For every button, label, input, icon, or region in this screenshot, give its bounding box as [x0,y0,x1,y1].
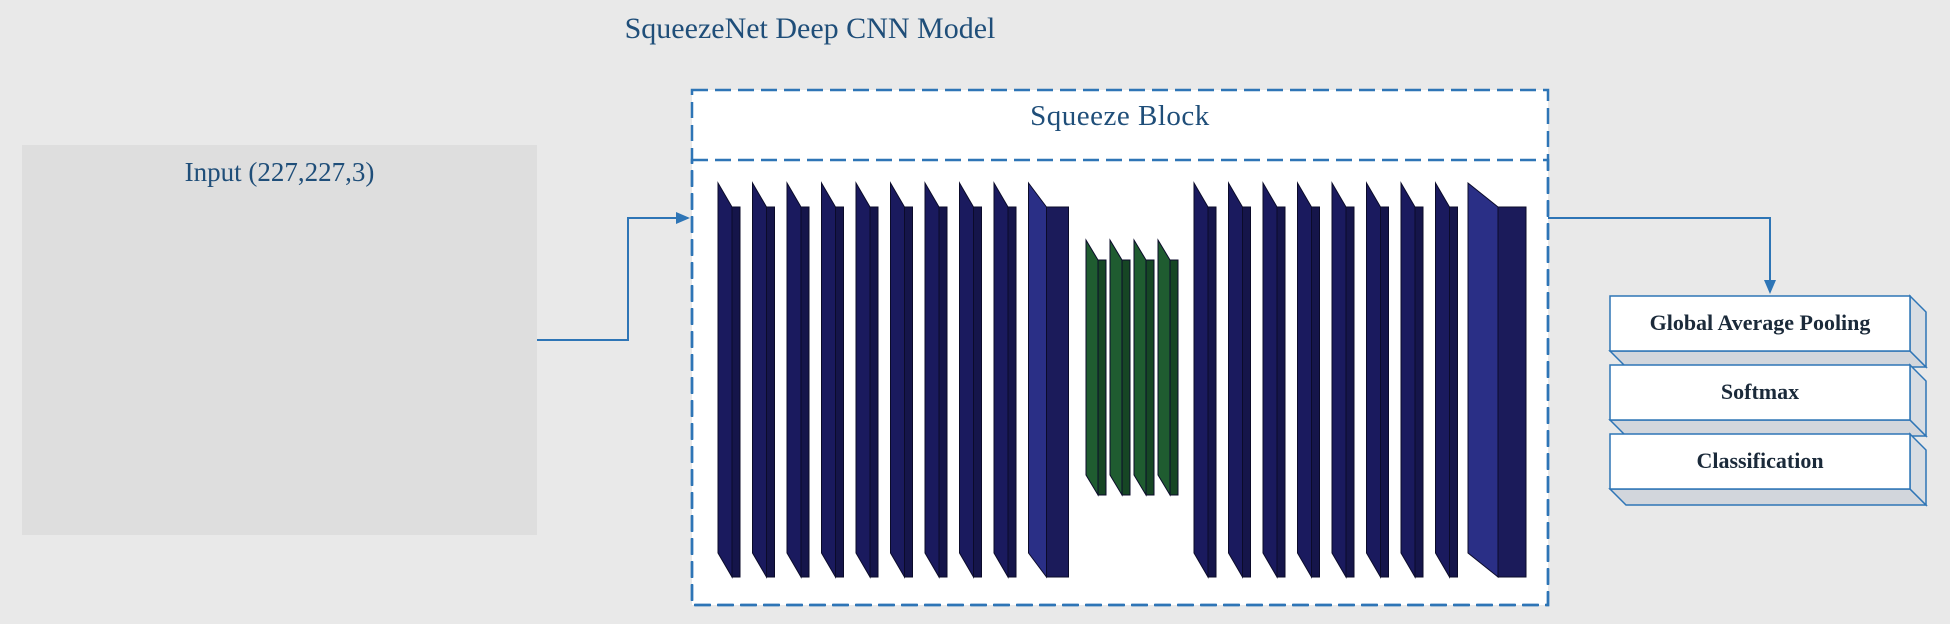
left-layer-4 [821,181,844,579]
output-layers [1608,294,1928,507]
right-layer-8 [1435,181,1458,579]
output-box-classification [1608,432,1928,507]
right-layer-3 [1262,181,1286,579]
output-label-classification: Classification [1696,448,1824,473]
right-layer-6 [1366,181,1389,579]
left-layer-10 [1028,181,1069,579]
left-layer-5 [855,181,879,579]
input-panel: Input (227,227,3) [22,145,537,535]
left-layer-2 [752,181,775,579]
middle-layer-2 [1109,238,1131,497]
middle-layer-3 [1133,238,1155,497]
right-layer-5 [1331,181,1355,579]
input-label: Input (227,227,3) [184,157,375,187]
squeeze-block-inner-frame [690,158,1550,607]
output-box-global-average-pooling [1608,294,1928,369]
squeeze-block-label: Squeeze Block [1030,100,1210,132]
right-layer-7 [1400,181,1424,579]
left-layer-9 [993,181,1017,579]
right-layer-4 [1297,181,1320,579]
input-arrow [535,212,690,341]
output-arrow [1548,217,1776,294]
diagram-title: SqueezeNet Deep CNN Model [624,12,996,45]
right-layer-1 [1193,181,1217,579]
right-layer-9 [1467,181,1527,579]
left-layer-8 [959,181,982,579]
output-box-softmax [1608,363,1928,438]
left-layer-3 [786,181,810,579]
middle-layer-4 [1157,238,1179,497]
cnn-layers [717,181,1527,579]
left-layer-7 [924,181,948,579]
middle-layer-1 [1085,238,1107,497]
left-layer-1 [717,181,741,579]
output-label-softmax: Softmax [1720,379,1800,404]
left-layer-6 [890,181,913,579]
output-label-global-average-pooling: Global Average Pooling [1649,310,1871,335]
right-layer-2 [1228,181,1251,579]
